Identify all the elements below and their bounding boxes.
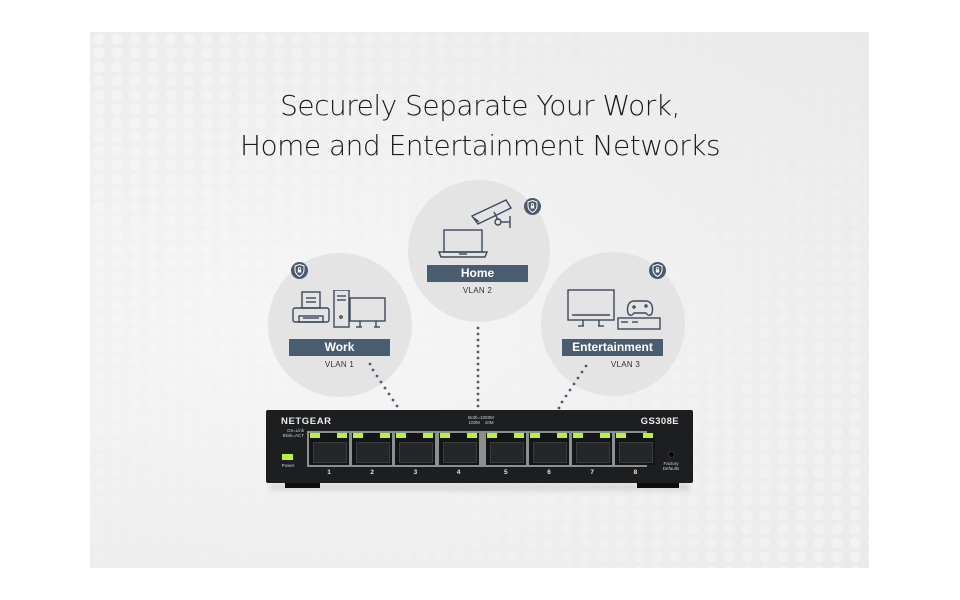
speed-legend-both: Both=1000M bbox=[468, 415, 494, 420]
rj45-jack bbox=[533, 442, 567, 463]
shield-lock-icon bbox=[291, 262, 308, 279]
entertainment-devices-icon bbox=[567, 289, 661, 330]
laptop-icon bbox=[438, 229, 489, 258]
headline-line-2: Home and Entertainment Networks bbox=[239, 129, 721, 162]
port-led bbox=[600, 433, 611, 438]
printer-icon bbox=[292, 291, 330, 323]
port-led bbox=[486, 433, 497, 438]
shield-lock-icon bbox=[649, 262, 666, 279]
entertainment-label: Entertainment bbox=[562, 339, 663, 356]
rj45-jack bbox=[356, 442, 391, 463]
ethernet-port[interactable] bbox=[572, 433, 613, 465]
port-number: 6 bbox=[547, 469, 551, 476]
vlan-connector-lines bbox=[368, 326, 588, 410]
port-number: 3 bbox=[413, 469, 418, 476]
entertainment-vlan: VLAN 3 bbox=[610, 360, 641, 369]
switch-foot-left bbox=[285, 483, 320, 488]
switch-brand: NETGEAR bbox=[281, 416, 332, 427]
port-number: 5 bbox=[503, 469, 508, 476]
switch-model: GS308E bbox=[640, 416, 679, 427]
headline-line-1: Securely Separate Your Work, bbox=[280, 89, 680, 122]
security-camera-icon bbox=[470, 199, 513, 228]
port-led bbox=[380, 433, 391, 438]
ethernet-port[interactable] bbox=[395, 433, 436, 465]
tv-icon bbox=[567, 289, 615, 327]
rj45-jack bbox=[489, 442, 524, 463]
port-led bbox=[337, 433, 347, 438]
port-number: 4 bbox=[456, 469, 461, 476]
netgear-switch: NETGEAR GS308E On=Link Blink=ACT Both=10… bbox=[266, 410, 693, 483]
port-led bbox=[353, 433, 364, 438]
port-led bbox=[396, 433, 407, 438]
port-led bbox=[466, 433, 477, 438]
rj45-jack bbox=[442, 442, 477, 463]
power-led bbox=[282, 454, 293, 460]
ethernet-port[interactable] bbox=[529, 433, 569, 465]
ethernet-port[interactable] bbox=[485, 433, 526, 465]
led-legend-act: Blink=ACT bbox=[282, 433, 304, 438]
rj45-jack bbox=[399, 442, 434, 463]
speed-legend: Both=1000M 100M 10M bbox=[463, 415, 499, 425]
switch-shadow bbox=[270, 484, 690, 490]
monitor-icon bbox=[349, 297, 386, 328]
port-led bbox=[530, 433, 540, 438]
power-label: Power bbox=[281, 463, 295, 468]
home-vlan: VLAN 2 bbox=[462, 286, 493, 295]
rj45-jack bbox=[619, 442, 654, 463]
ethernet-port[interactable] bbox=[615, 433, 656, 465]
port-number: 7 bbox=[590, 469, 594, 476]
port-led bbox=[423, 433, 434, 438]
shield-lock-icon bbox=[524, 198, 541, 215]
port-led bbox=[573, 433, 584, 438]
work-label: Work bbox=[289, 339, 390, 356]
gamepad-icon bbox=[626, 300, 654, 316]
port-led bbox=[557, 433, 567, 438]
port-led bbox=[643, 433, 654, 438]
switch-foot-right bbox=[637, 483, 679, 488]
rj45-jack bbox=[313, 442, 347, 463]
work-devices-icon bbox=[292, 290, 386, 328]
reset-label-line1: Factory bbox=[663, 461, 679, 466]
speed-legend-100m: 100M bbox=[468, 420, 480, 425]
ethernet-port[interactable] bbox=[438, 433, 479, 465]
work-vlan: VLAN 1 bbox=[324, 360, 355, 369]
factory-reset-button[interactable] bbox=[668, 451, 675, 458]
desktop-tower-icon bbox=[333, 290, 350, 328]
home-label: Home bbox=[427, 265, 528, 282]
led-legend: On=Link Blink=ACT bbox=[276, 428, 304, 438]
reset-label-line2: Defaults bbox=[662, 466, 680, 471]
port-number: 8 bbox=[633, 469, 638, 476]
port-led bbox=[513, 433, 524, 438]
home-devices-icon bbox=[438, 199, 513, 258]
factory-reset-label: Factory Defaults bbox=[658, 461, 684, 471]
rj45-jack bbox=[576, 442, 611, 463]
port-number: 1 bbox=[327, 469, 331, 476]
port-number: 2 bbox=[370, 469, 374, 476]
ethernet-port[interactable] bbox=[309, 433, 349, 465]
port-led bbox=[439, 433, 450, 438]
game-console-icon bbox=[617, 317, 661, 330]
port-led bbox=[310, 433, 320, 438]
led-legend-link: On=Link bbox=[287, 428, 304, 433]
speed-legend-10m: 10M bbox=[484, 420, 494, 425]
port-led bbox=[616, 433, 627, 438]
work-network-bubble bbox=[268, 253, 412, 397]
ethernet-port[interactable] bbox=[352, 433, 393, 465]
speed-legend-row: 100M 10M bbox=[463, 420, 499, 425]
